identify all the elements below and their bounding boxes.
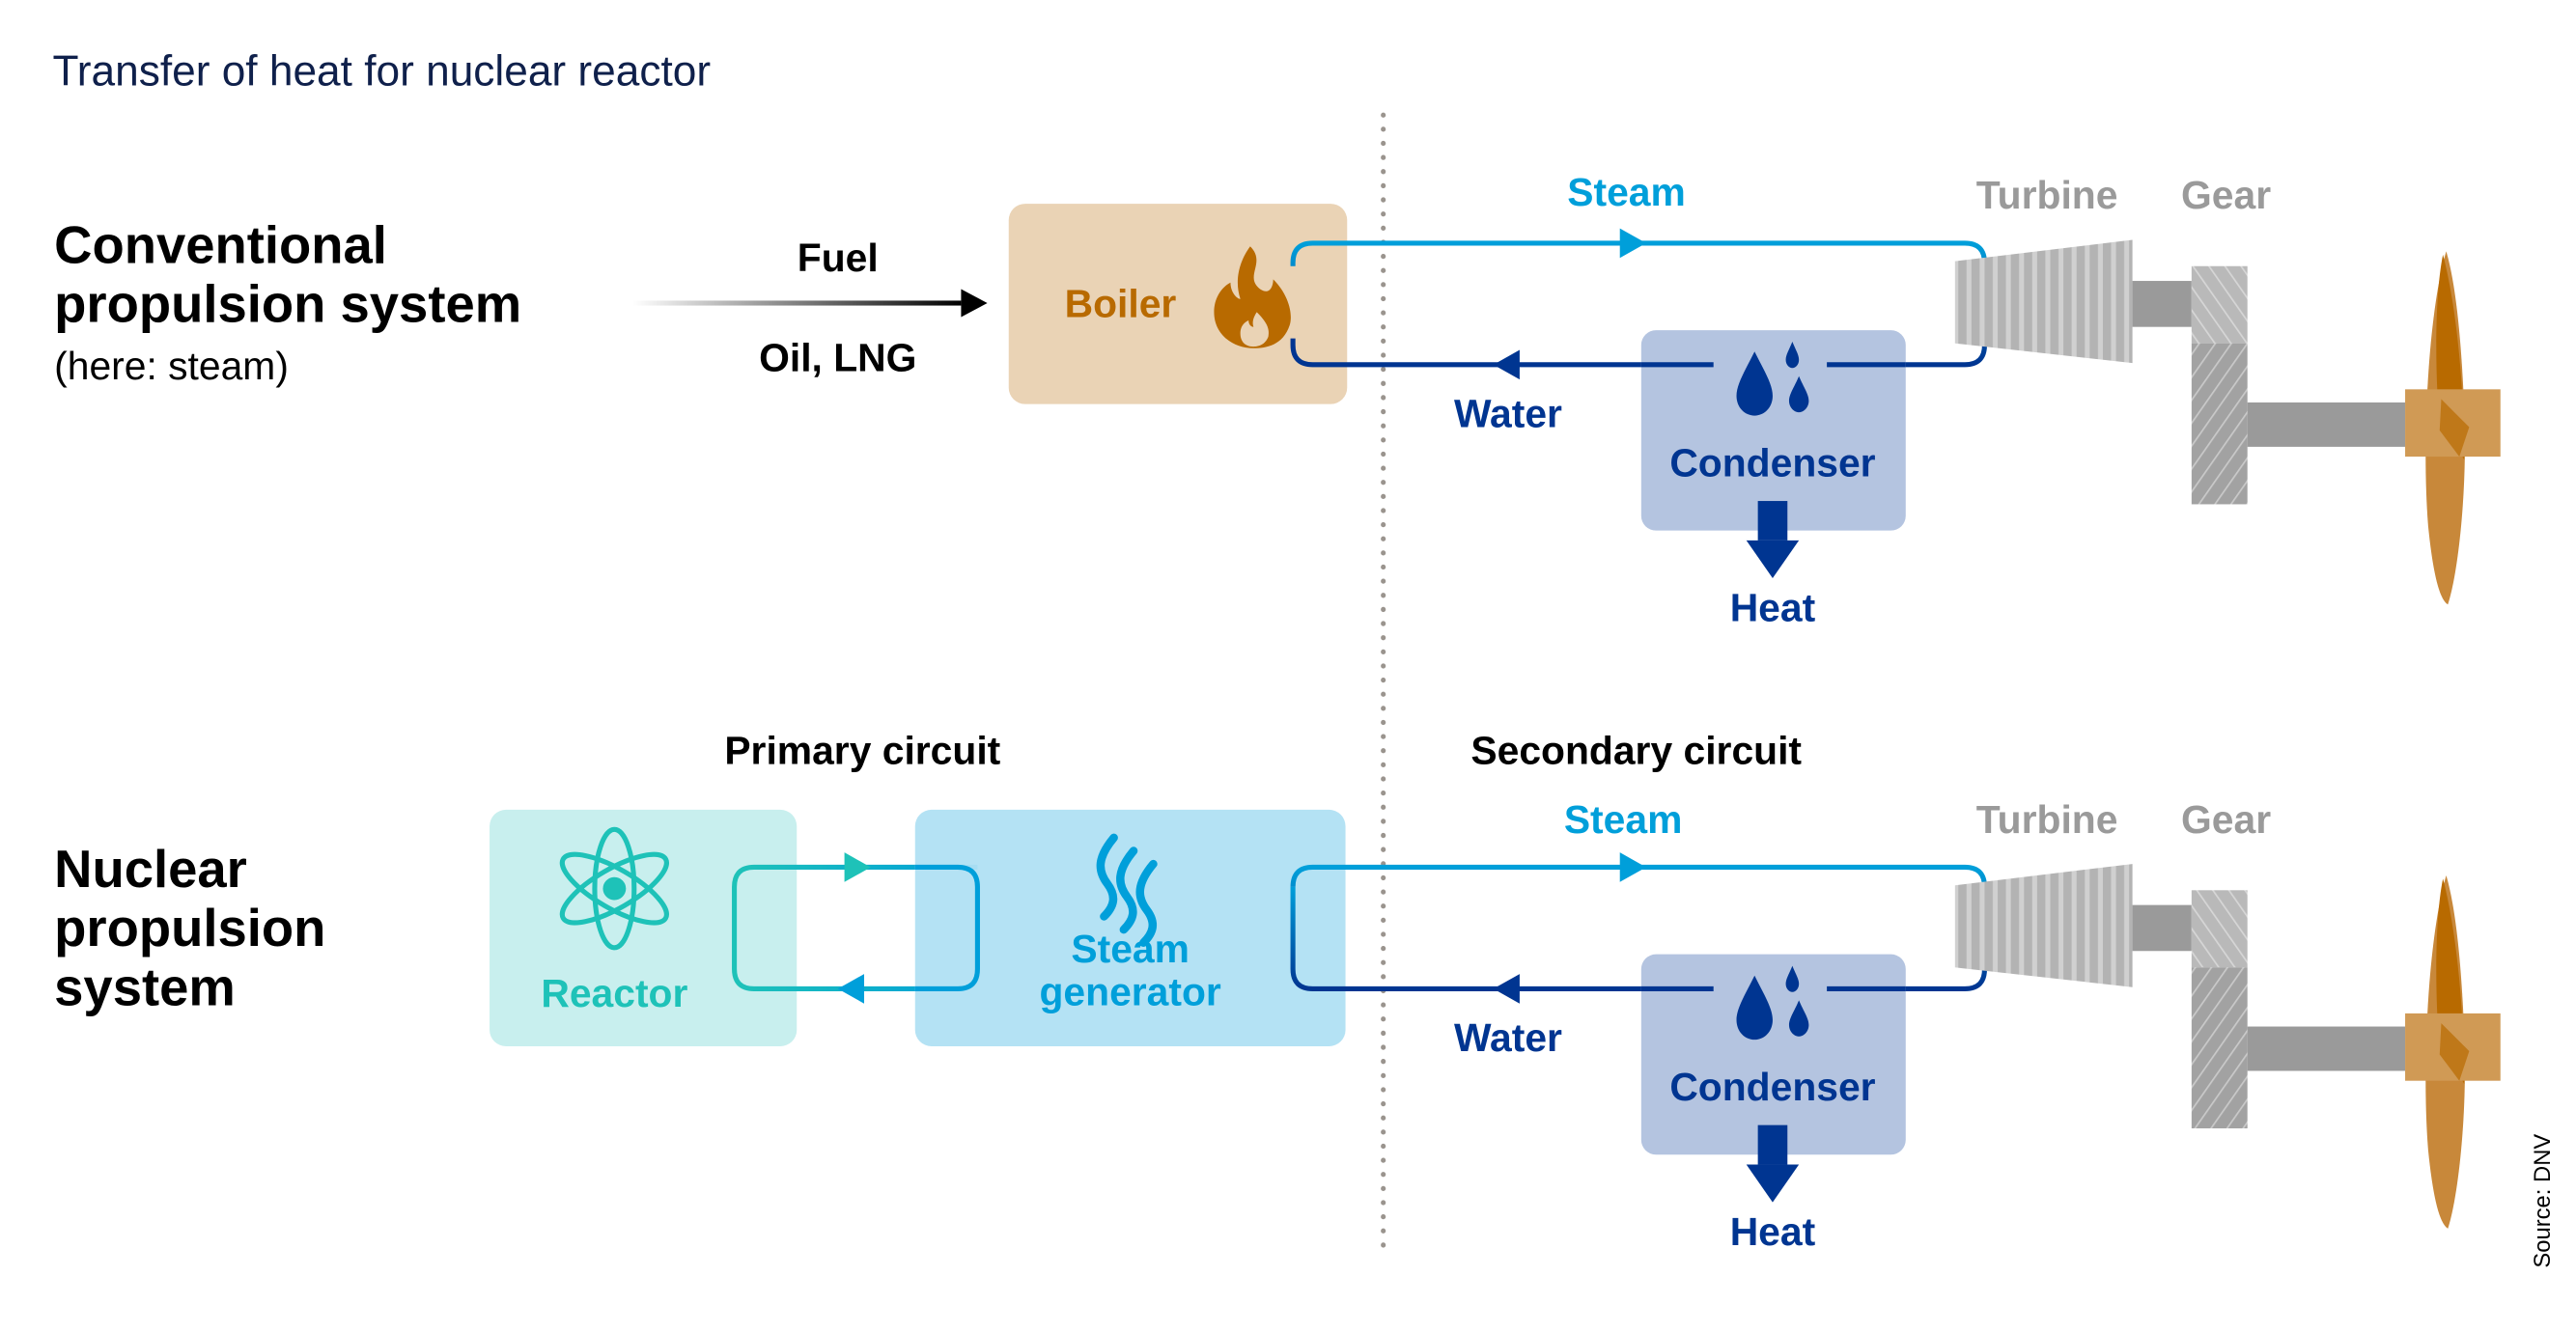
steam-label: Steam <box>1567 170 1686 214</box>
condenser-box <box>1640 330 1906 531</box>
primary-loop-inside-generator <box>914 864 980 991</box>
gear-label: Gear <box>2181 173 2271 217</box>
secondary-steam-label: Steam <box>1564 797 1683 842</box>
nuclear-gear-small-icon <box>2191 890 2248 968</box>
reactor-label: Reactor <box>541 971 687 1015</box>
water-return-line <box>1290 338 1714 368</box>
conventional-heading-line2: propulsion system <box>54 275 521 334</box>
source-note: Source: DNV <box>2530 1134 2556 1268</box>
nuclear-gear-label: Gear <box>2181 797 2271 842</box>
secondary-steam-loop-line <box>1290 864 1988 991</box>
nuclear-gear-large-icon <box>2191 967 2248 1129</box>
secondary-water-label: Water <box>1454 1015 1562 1060</box>
fuel-arrow-head <box>961 289 988 318</box>
steam-flow-arrow <box>1619 228 1646 259</box>
fuel-label: Fuel <box>798 236 879 280</box>
turbine-icon <box>1954 239 2133 364</box>
nuclear-propeller-icon <box>2405 874 2501 1229</box>
fuel-arrow-shaft <box>632 300 962 306</box>
water-label: Water <box>1454 391 1562 435</box>
propeller-shaft <box>2247 402 2406 447</box>
heat-label: Heat <box>1730 585 1816 629</box>
turbine-shaft <box>2132 281 2192 327</box>
water-flow-arrow <box>1493 349 1520 380</box>
heat-arrow <box>1746 501 1800 579</box>
nuclear-condenser-box <box>1640 954 1906 1155</box>
nuclear-heading-line3: system <box>54 957 236 1016</box>
primary-circuit-label: Primary circuit <box>724 728 1000 772</box>
steam-generator-label-line2: generator <box>1039 969 1220 1013</box>
gear-large-icon <box>2191 343 2248 505</box>
conventional-section: Conventional propulsion system (here: st… <box>54 170 2501 629</box>
nuclear-turbine-icon <box>1954 864 2133 987</box>
nuclear-water-drops-icon <box>1736 965 1809 1041</box>
fuel-types-label: Oil, LNG <box>759 336 916 380</box>
gear-small-icon <box>2191 265 2248 344</box>
nuclear-turbine-label: Turbine <box>1976 797 2118 842</box>
nuclear-condenser-label: Condenser <box>1669 1065 1875 1109</box>
boiler-box <box>1008 204 1348 404</box>
primary-flow-arrow-left <box>837 974 865 1004</box>
nuclear-turbine-shaft <box>2132 904 2192 952</box>
boiler-label: Boiler <box>1065 281 1177 325</box>
nuclear-heat-label: Heat <box>1730 1209 1816 1254</box>
conventional-subheading: (here: steam) <box>54 344 289 388</box>
steam-generator-label-line1: Steam <box>1071 927 1190 971</box>
turbine-label: Turbine <box>1976 173 2118 217</box>
flame-icon <box>1214 246 1291 348</box>
reactor-box <box>490 809 798 1046</box>
conventional-heading-line1: Conventional <box>54 215 387 274</box>
secondary-water-flow-arrow <box>1493 974 1520 1004</box>
nuclear-propeller-shaft <box>2247 1026 2406 1071</box>
nuclear-heat-arrow <box>1746 1124 1800 1203</box>
secondary-circuit-label: Secondary circuit <box>1470 728 1802 772</box>
secondary-steam-flow-arrow <box>1619 852 1646 882</box>
condenser-label: Condenser <box>1669 441 1875 486</box>
atom-icon <box>559 826 669 951</box>
chart-title: Transfer of heat for nuclear reactor <box>52 48 711 96</box>
propeller-icon <box>2405 251 2501 605</box>
water-drops-icon <box>1736 342 1809 416</box>
primary-flow-arrow-right <box>844 852 871 882</box>
nuclear-heading-line2: propulsion <box>54 899 325 957</box>
secondary-water-return-line <box>1290 886 1714 991</box>
nuclear-heading-line1: Nuclear <box>54 840 247 899</box>
nuclear-section: Nuclear propulsion system Primary circui… <box>54 728 2501 1254</box>
steam-loop-line <box>1290 240 1988 368</box>
steam-waves-icon <box>1096 833 1158 948</box>
